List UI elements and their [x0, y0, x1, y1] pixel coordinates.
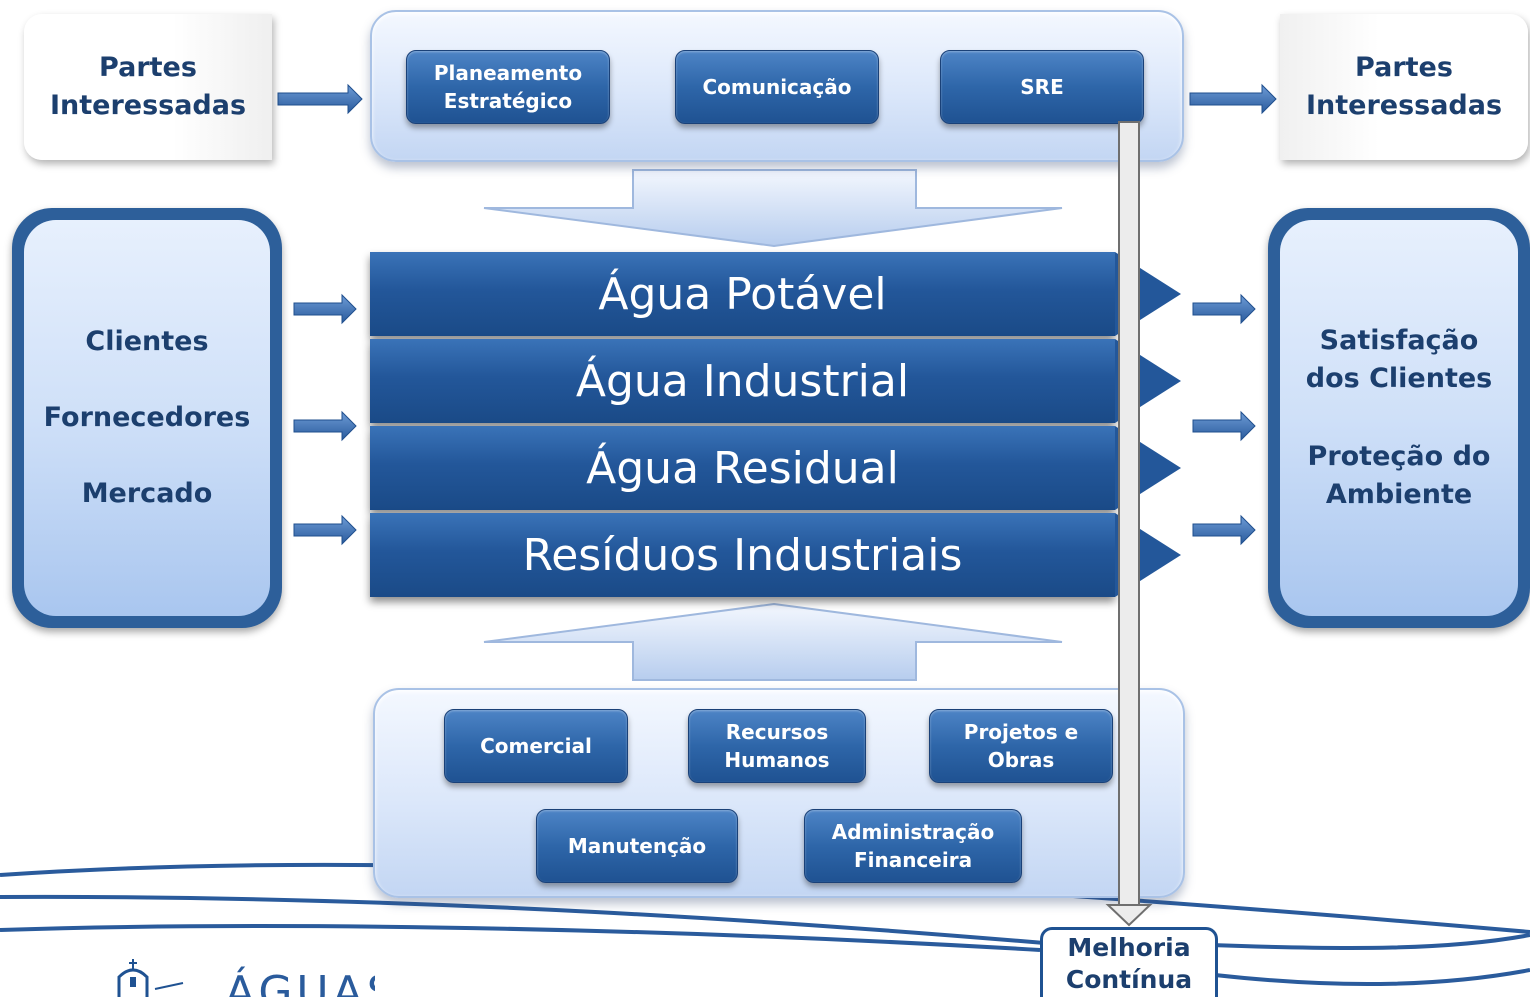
sre-button[interactable]: SRE: [940, 50, 1144, 124]
process-industrial-water-label: Água Industrial: [575, 355, 910, 407]
inputs-box: Clientes Fornecedores Mercado: [12, 208, 282, 628]
continuous-improvement-box: Melhoria Contínua: [1040, 927, 1218, 997]
stakeholders-right-line2: Interessadas: [1305, 90, 1503, 121]
input-clients: Clientes: [85, 326, 209, 357]
process-waste-water-label: Água Residual: [586, 442, 899, 494]
stakeholders-right-box: Partes Interessadas: [1280, 14, 1528, 160]
logo-building-icon: [117, 959, 184, 997]
stakeholders-left-line2: Interessadas: [49, 90, 247, 121]
improvement-line2: Contínua: [1065, 964, 1193, 994]
input-market: Mercado: [81, 478, 213, 509]
finance-line1: Administração: [831, 820, 995, 844]
maintenance-button[interactable]: Manutenção: [536, 809, 738, 883]
process-band-industrial-waste: Resíduos Industriais: [370, 513, 1115, 597]
improvement-line1: Melhoria: [1067, 932, 1191, 962]
finance-line2: Financeira: [853, 848, 973, 872]
process-band-industrial-water: Água Industrial: [370, 339, 1115, 423]
commercial-button[interactable]: Comercial: [444, 709, 628, 783]
sre-label: SRE: [1020, 75, 1064, 99]
output-satisfaction-line1: Satisfação: [1319, 325, 1479, 356]
hr-line1: Recursos: [725, 720, 829, 744]
stakeholders-left-line1: Partes: [99, 52, 197, 83]
communication-button[interactable]: Comunicação: [675, 50, 879, 124]
flow-arrows: [277, 83, 1277, 546]
funnel-up-arrow: [483, 602, 1063, 681]
planning-line1: Planeamento: [433, 61, 583, 85]
funnel-down-arrow: [483, 169, 1063, 248]
company-logo: ÁGUAS: [115, 955, 375, 997]
hr-button[interactable]: Recursos Humanos: [688, 709, 866, 783]
logo-text: ÁGUAS: [225, 967, 375, 997]
outputs-box: Satisfação dos Clientes Proteção do Ambi…: [1268, 208, 1530, 628]
stakeholders-left-box: Partes Interessadas: [24, 14, 272, 160]
projects-button[interactable]: Projetos e Obras: [929, 709, 1113, 783]
planning-line2: Estratégico: [443, 89, 573, 113]
maintenance-label: Manutenção: [567, 834, 707, 858]
process-band-drinking-water: Água Potável: [370, 252, 1115, 336]
output-environment-line1: Proteção do: [1307, 441, 1491, 472]
stakeholders-right-line1: Partes: [1355, 52, 1453, 83]
output-environment-line2: Ambiente: [1325, 479, 1473, 510]
communication-label: Comunicação: [702, 75, 852, 99]
projects-line1: Projetos e: [963, 720, 1079, 744]
process-band-waste-water: Água Residual: [370, 426, 1115, 510]
hr-line2: Humanos: [724, 748, 830, 772]
output-satisfaction-line2: dos Clientes: [1305, 363, 1493, 394]
input-suppliers: Fornecedores: [43, 402, 251, 433]
planning-button[interactable]: Planeamento Estratégico: [406, 50, 610, 124]
projects-line2: Obras: [987, 748, 1055, 772]
process-industrial-waste-label: Resíduos Industriais: [522, 529, 963, 581]
finance-button[interactable]: Administração Financeira: [804, 809, 1022, 883]
process-drinking-water-label: Água Potável: [598, 268, 887, 320]
commercial-label: Comercial: [480, 734, 592, 758]
